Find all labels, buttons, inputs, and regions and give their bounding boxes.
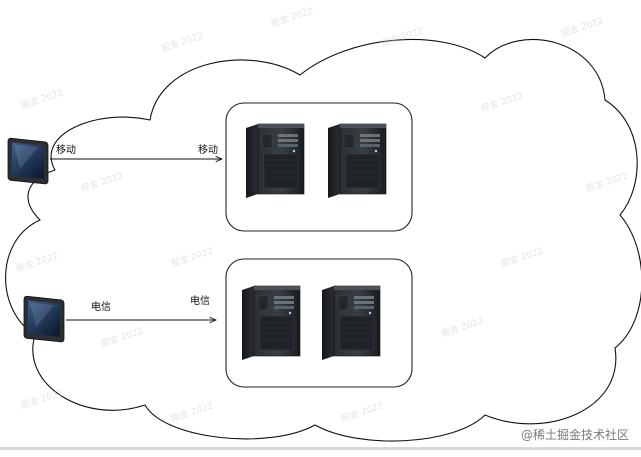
arrow-label-top: 移动 (198, 145, 218, 156)
network-cloud (5, 38, 641, 442)
server-tower-icon (321, 285, 381, 361)
tablet-icon (23, 295, 65, 343)
arrow-label-bottom: 电信 (190, 296, 210, 307)
device-label-top: 移动 (56, 145, 76, 156)
server-tower-icon (327, 123, 387, 199)
source-credit: @稀土掘金技术社区 (520, 428, 629, 442)
server-tower-icon (241, 285, 301, 361)
bottom-divider (0, 447, 641, 450)
device-label-bottom: 电信 (91, 302, 111, 313)
server-tower-icon (245, 123, 305, 199)
tablet-icon (7, 137, 49, 185)
